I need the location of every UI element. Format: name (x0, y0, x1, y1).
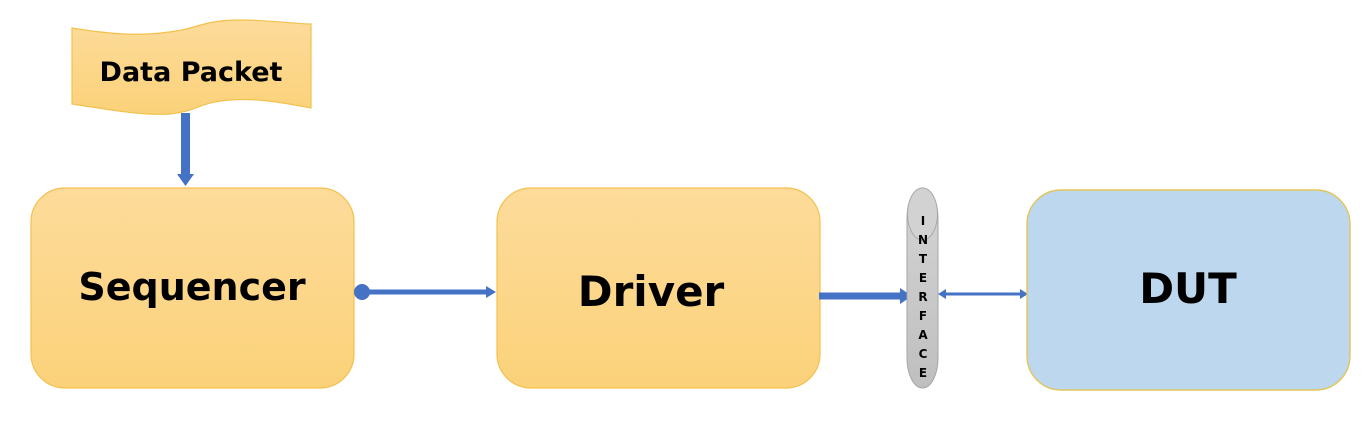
arrow-interface-to-dut (938, 289, 1028, 299)
sequencer-label: Sequencer (78, 265, 306, 309)
arrow-driver-to-interface (819, 288, 912, 304)
sequencer-node: Sequencer (30, 187, 355, 389)
arrow-sequencer-to-driver (354, 284, 496, 300)
interface-letter: I (921, 214, 925, 228)
driver-node: Driver (496, 187, 821, 389)
interface-letter: C (919, 347, 928, 361)
interface-letter: E (919, 366, 927, 380)
dut-node: DUT (1026, 189, 1351, 391)
interface-letter: E (919, 271, 927, 285)
interface-letter: A (918, 328, 928, 342)
interface-letters: I N T E R F A C E (918, 214, 928, 380)
interface-letter: F (919, 309, 927, 323)
dut-label: DUT (1139, 264, 1237, 313)
data-packet-label: Data Packet (100, 57, 283, 88)
data-packet-node: Data Packet (71, 19, 312, 115)
driver-label: Driver (578, 267, 725, 316)
interface-letter: N (918, 233, 928, 247)
arrow-datapacket-to-sequencer (177, 113, 194, 186)
interface-node: I N T E R F A C E (906, 187, 939, 389)
interface-letter: T (919, 252, 928, 266)
interface-letter: R (918, 290, 927, 304)
